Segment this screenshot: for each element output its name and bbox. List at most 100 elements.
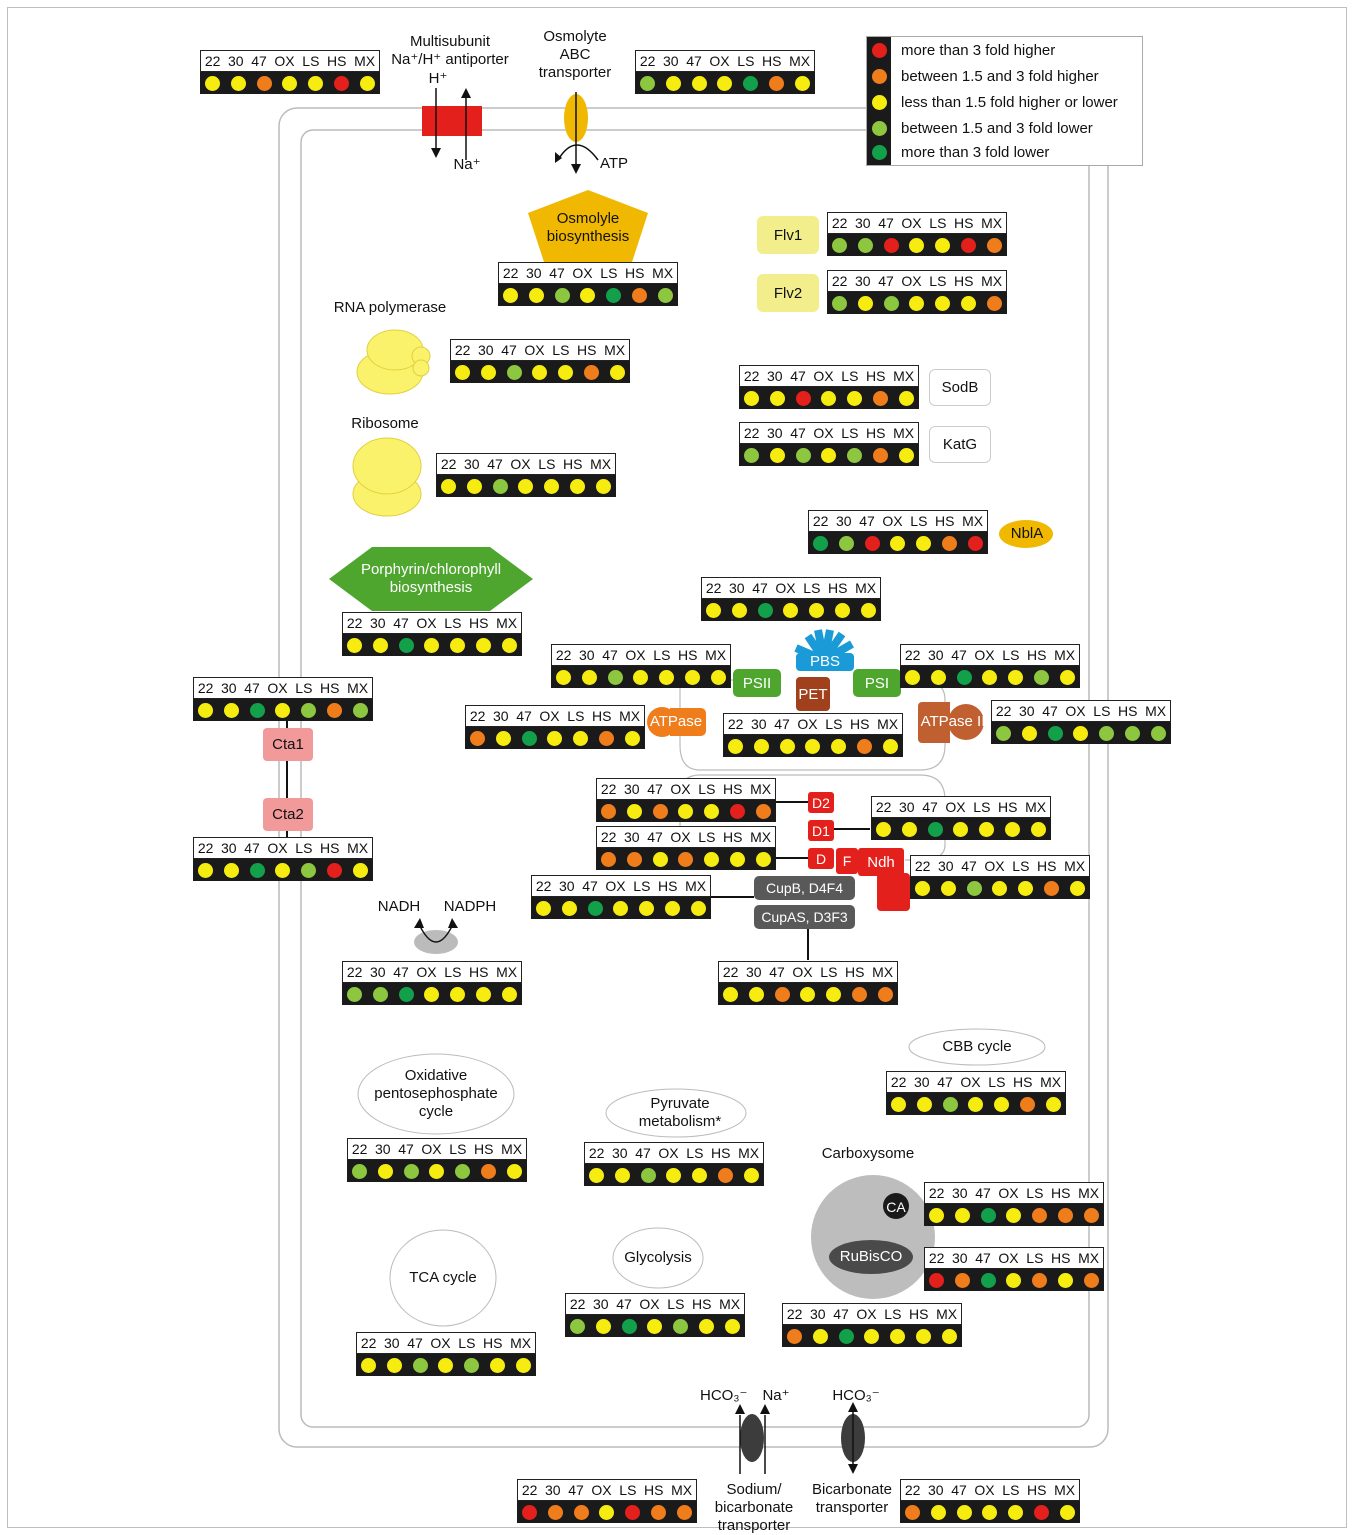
condition-label: OX xyxy=(510,456,531,472)
condition-label: HS xyxy=(1051,1185,1071,1201)
expression-dot xyxy=(249,862,265,878)
sodium-label-line3: transporter xyxy=(717,1517,791,1534)
expression-dot xyxy=(905,669,921,685)
na-arrowhead xyxy=(461,88,471,98)
condition-label: 47 xyxy=(1042,703,1058,719)
condition-label: 30 xyxy=(729,580,745,596)
condition-label: 30 xyxy=(855,215,871,231)
nadh-curve xyxy=(417,921,455,943)
tca-label: TCA cycle xyxy=(409,1269,477,1286)
panel-dot-row xyxy=(739,444,919,466)
expression-dot xyxy=(522,1504,538,1520)
ca-label: CA xyxy=(886,1199,906,1215)
osmolyte-bio-label: Osmolyle biosynthesis xyxy=(533,210,643,246)
panel-dot-row xyxy=(596,800,776,822)
expression-dot xyxy=(717,75,733,91)
expression-dot xyxy=(956,669,972,685)
expression-dot xyxy=(1083,1272,1099,1288)
condition-label: 47 xyxy=(549,265,565,281)
ndh-lower-block xyxy=(877,873,910,911)
expression-dot xyxy=(723,986,739,1002)
legend: more than 3 fold higher between 1.5 and … xyxy=(866,36,1143,166)
condition-label: OX xyxy=(274,53,295,69)
expression-dot xyxy=(554,287,570,303)
cupb-box: CupB, D4F4 xyxy=(754,876,855,900)
condition-label: 30 xyxy=(1019,703,1035,719)
expression-dot xyxy=(475,986,491,1002)
ca-shape xyxy=(883,1193,909,1219)
expression-dot xyxy=(521,730,537,746)
expression-dot xyxy=(387,1357,403,1373)
sodb-box: SodB xyxy=(929,369,991,406)
expression-dot xyxy=(966,880,982,896)
condition-label: 30 xyxy=(559,878,575,894)
condition-label: MX xyxy=(590,456,612,472)
condition-label: OX xyxy=(797,716,818,732)
panel-dot-row xyxy=(701,599,881,621)
antiporter-label-line1: Multisubunit xyxy=(409,33,491,50)
expression-dot xyxy=(935,237,951,253)
hco3-label-b: HCO₃⁻ xyxy=(832,1387,880,1404)
expression-dot xyxy=(678,803,694,819)
condition-label: HS xyxy=(1051,1250,1071,1266)
expression-dot xyxy=(931,669,947,685)
expression-dot xyxy=(282,75,298,91)
condition-label: 22 xyxy=(204,53,221,69)
condition-label: LS xyxy=(444,615,462,631)
condition-label: LS xyxy=(1093,703,1111,719)
condition-label: 22 xyxy=(502,265,519,281)
expression-dot xyxy=(856,738,872,754)
condition-label: 47 xyxy=(398,1141,414,1157)
d1-box: D1 xyxy=(808,820,834,841)
condition-label: LS xyxy=(295,840,313,856)
expression-dot xyxy=(627,803,643,819)
panel-dot-row xyxy=(827,292,1007,314)
expression-dot xyxy=(496,730,512,746)
expression-dot xyxy=(352,1163,368,1179)
condition-label: MX xyxy=(719,1296,741,1312)
condition-label: MX xyxy=(501,1141,523,1157)
oxpp-label-line3: cycle xyxy=(418,1103,454,1120)
expression-dot xyxy=(929,1272,945,1288)
expression-dot xyxy=(717,1167,733,1183)
condition-label: HS xyxy=(954,273,974,289)
expression-dot xyxy=(580,287,596,303)
condition-label: HS xyxy=(711,1145,731,1161)
psii-box: PSII xyxy=(733,669,781,697)
expression-dot xyxy=(955,1272,971,1288)
expression-dot xyxy=(743,1167,759,1183)
expression-dot xyxy=(562,900,578,916)
expression-dot xyxy=(941,1328,957,1344)
expression-dot xyxy=(898,390,914,406)
condition-label: 22 xyxy=(469,708,486,724)
condition-label: HS xyxy=(998,799,1018,815)
expression-dot xyxy=(927,821,943,837)
condition-label: 47 xyxy=(393,964,409,980)
expression-dot xyxy=(326,702,342,718)
expression-dot xyxy=(994,1096,1010,1112)
condition-label: HS xyxy=(644,1482,664,1498)
condition-label: MX xyxy=(347,840,369,856)
condition-label: LS xyxy=(820,964,838,980)
expression-dot xyxy=(783,602,799,618)
katg-box: KatG xyxy=(929,426,991,463)
expression-dot xyxy=(455,364,471,380)
expression-dot xyxy=(412,1357,428,1373)
condition-label: 47 xyxy=(774,716,790,732)
expression-dot xyxy=(556,669,572,685)
condition-label: 47 xyxy=(769,964,785,980)
expression-dot xyxy=(467,478,483,494)
condition-label: HS xyxy=(909,1306,929,1322)
condition-label: OX xyxy=(974,647,995,663)
condition-label: 22 xyxy=(197,840,214,856)
expression-dot xyxy=(475,637,491,653)
